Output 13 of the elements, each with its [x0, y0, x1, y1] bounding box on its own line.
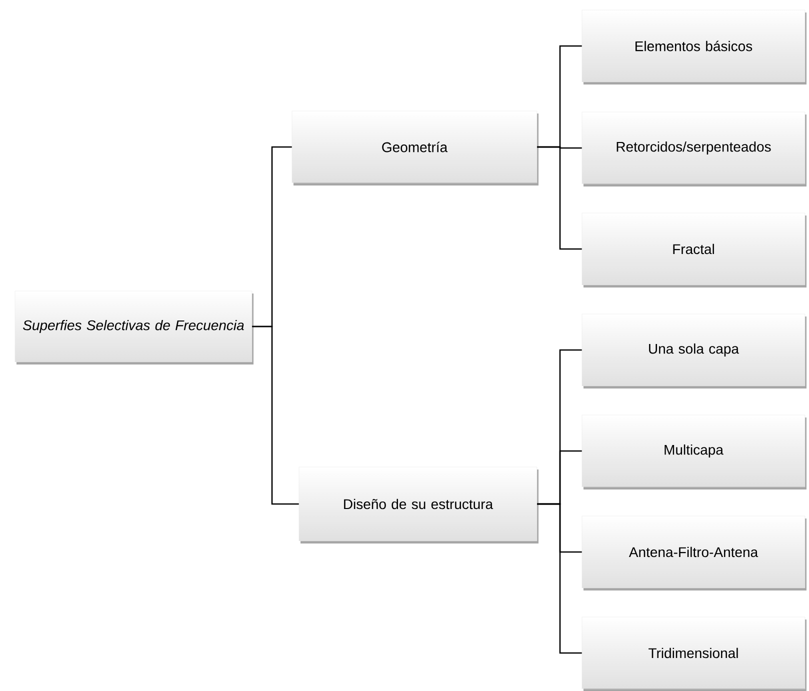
connector-line: [537, 146, 582, 250]
category-box: Geometría: [292, 110, 538, 186]
category-box: Multicapa: [582, 414, 806, 490]
connector-line: [252, 326, 299, 505]
category-box: Una sola capa: [582, 314, 806, 388]
category-box: Elementos básicos: [582, 10, 806, 84]
category-box: Retorcidos/serpenteados: [582, 112, 806, 186]
connector-line: [537, 503, 582, 654]
category-box: Antena-Filtro-Antena: [582, 516, 806, 590]
category-box: Diseño de su estructura: [298, 466, 538, 544]
category-box: Fractal: [582, 212, 806, 288]
category-box: Tridimensional: [582, 616, 806, 691]
category-box: Superfies Selectivas de Frecuencia: [14, 290, 254, 364]
